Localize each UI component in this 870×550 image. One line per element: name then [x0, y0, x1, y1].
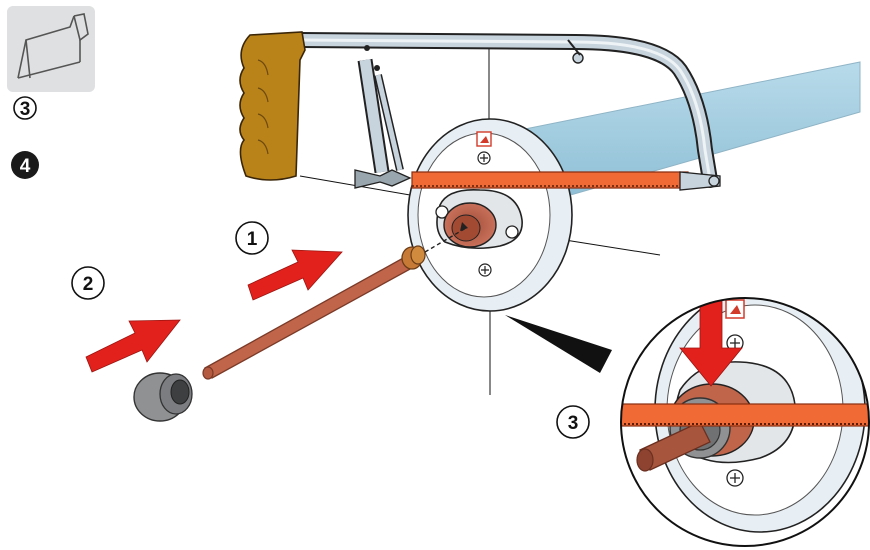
callout-three-label: 3 — [568, 413, 579, 434]
sidebar: 3 4 — [7, 6, 95, 179]
insertion-guide-line — [424, 227, 467, 253]
drain-tube — [202, 245, 426, 380]
callout-one: 1 — [235, 221, 269, 255]
zoom-detail — [620, 297, 870, 547]
step-ref-number: 3 — [20, 99, 31, 120]
hacksaw — [239, 31, 721, 191]
callout-two: 2 — [71, 266, 105, 300]
callout-three: 3 — [556, 405, 590, 439]
direction-arrow-two — [85, 319, 181, 373]
direction-arrow-one — [247, 249, 343, 301]
cut-direction-arrow — [679, 298, 743, 387]
zoom-pointer — [505, 315, 612, 373]
hacksaw-icon — [17, 13, 89, 79]
callout-two-label: 2 — [83, 274, 94, 295]
step-current-number: 4 — [20, 156, 31, 177]
step-ref-ring — [13, 96, 37, 120]
tool-thumbnail-box — [7, 6, 95, 92]
step-current-badge — [11, 151, 39, 179]
rubber-grommet — [133, 372, 193, 422]
wall-flange — [407, 118, 573, 312]
callout-one-label: 1 — [247, 229, 258, 250]
